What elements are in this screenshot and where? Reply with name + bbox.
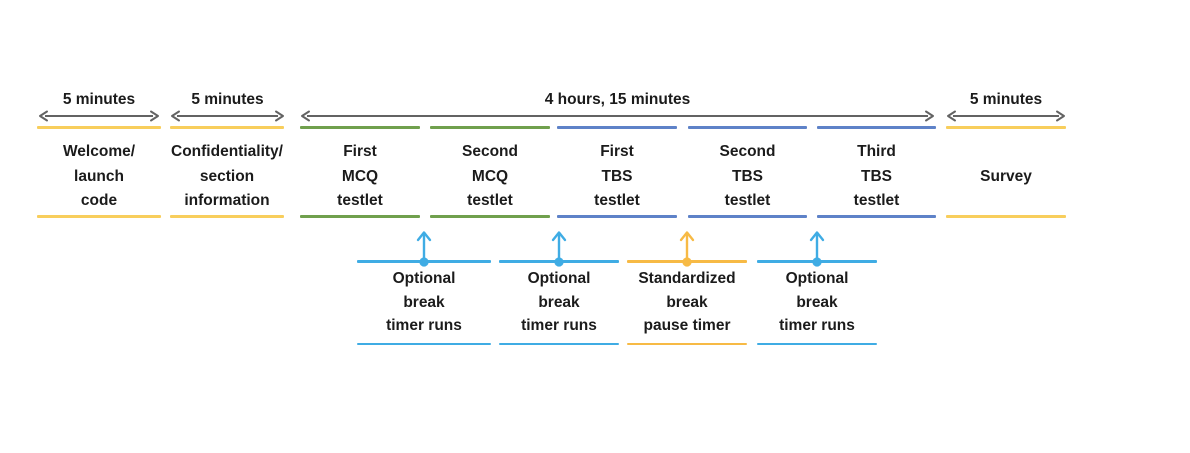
double-arrow-icon [945,109,1067,123]
double-arrow-icon [169,109,286,123]
arrow-line [307,115,928,117]
break-top-line [499,260,619,263]
break-bottom-line [757,342,877,345]
stage-top-line [430,126,550,129]
stage-confidentiality-section-information: Confidentiality/ section information [170,126,284,218]
break-bottom-line [357,342,491,345]
break-label: Optional break timer runs [521,270,597,334]
arrowhead-left-icon [301,110,310,122]
stage-top-line [170,126,284,129]
stage-first-mcq-testlet: First MCQ testlet [300,126,420,218]
arrow-line [953,115,1059,117]
stage-bottom-line [37,215,161,218]
stage-bottom-line [170,215,284,218]
stage-bottom-line [946,215,1066,218]
arrowhead-right-icon [1056,110,1065,122]
arrowhead-left-icon [947,110,956,122]
stage-label: Confidentiality/ section information [171,143,283,209]
stage-bottom-line [300,215,420,218]
stage-second-mcq-testlet: Second MCQ testlet [430,126,550,218]
stage-bottom-line [557,215,677,218]
stage-label: Second TBS testlet [719,143,776,209]
break-top-line [357,260,491,263]
double-arrow-icon [37,109,161,123]
arrow-line [45,115,153,117]
duration-label: 5 minutes [191,91,264,108]
arrowhead-left-icon [171,110,180,122]
duration-confidentiality: 5 minutes [169,91,286,123]
stage-first-tbs-testlet: First TBS testlet [557,126,677,218]
break-bottom-line [627,342,747,345]
stage-top-line [300,126,420,129]
arrow-line [177,115,278,117]
stage-label: Second MCQ testlet [462,143,518,209]
stage-second-tbs-testlet: Second TBS testlet [688,126,807,218]
break-optional-2: Optional break timer runs [499,231,619,345]
break-standardized: Standardized break pause timer [627,231,747,345]
duration-label: 4 hours, 15 minutes [544,91,691,108]
arrowhead-left-icon [39,110,48,122]
break-optional-3: Optional break timer runs [757,231,877,345]
stage-label: First MCQ testlet [337,143,383,209]
stage-top-line [557,126,677,129]
duration-testing-section: 4 hours, 15 minutes [299,91,936,123]
duration-welcome: 5 minutes [37,91,161,123]
double-arrow-icon [299,109,936,123]
arrowhead-right-icon [925,110,934,122]
break-top-line [757,260,877,263]
stage-survey: Survey [946,126,1066,218]
break-label: Standardized break pause timer [638,270,736,334]
stage-bottom-line [817,215,936,218]
break-top-line [627,260,747,263]
stage-label: Survey [980,167,1032,185]
stage-top-line [688,126,807,129]
stage-welcome-launch-code: Welcome/ launch code [37,126,161,218]
break-label: Optional break timer runs [779,270,855,334]
break-bottom-line [499,342,619,345]
stage-bottom-line [430,215,550,218]
arrowhead-right-icon [275,110,284,122]
duration-label: 5 minutes [969,91,1043,108]
stage-top-line [946,126,1066,129]
stage-label: Third TBS testlet [853,143,900,209]
stage-third-tbs-testlet: Third TBS testlet [817,126,936,218]
duration-label: 5 minutes [62,91,136,108]
break-optional-1: Optional break timer runs [357,231,491,345]
stage-label: Welcome/ launch code [62,143,136,209]
stage-label: First TBS testlet [594,143,640,209]
stage-top-line [817,126,936,129]
stage-top-line [37,126,161,129]
arrowhead-right-icon [150,110,159,122]
duration-survey: 5 minutes [945,91,1067,123]
stage-bottom-line [688,215,807,218]
break-label: Optional break timer runs [386,270,462,334]
